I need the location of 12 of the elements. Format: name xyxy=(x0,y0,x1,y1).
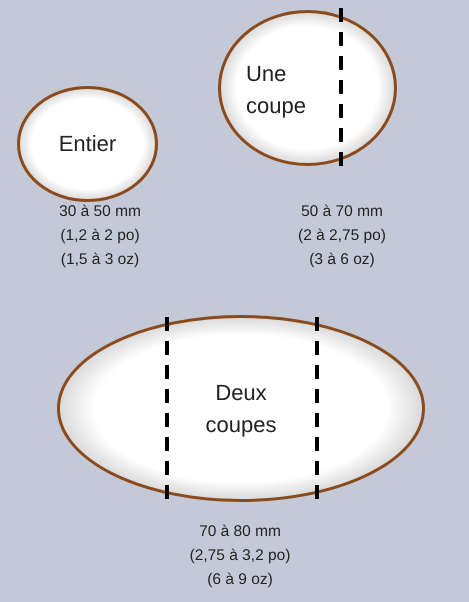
cut-type-label: Entier xyxy=(58,130,118,158)
size-caption: (6 à 9 oz) xyxy=(206,570,274,590)
size-caption: 30 à 50 mm xyxy=(59,202,141,222)
cut-type-label: Deux coupes xyxy=(204,378,278,439)
size-caption: (1,5 à 3 oz) xyxy=(60,250,140,270)
cut-type-label: Une coupe xyxy=(246,60,307,120)
size-caption: (1,2 à 2 po) xyxy=(59,226,141,246)
size-caption: (2,75 à 3,2 po) xyxy=(190,546,290,566)
size-caption: 50 à 70 mm xyxy=(300,202,384,222)
size-caption: (3 à 6 oz) xyxy=(308,250,376,270)
size-caption: 70 à 80 mm xyxy=(198,522,282,542)
size-caption: (2 à 2,75 po) xyxy=(298,226,386,246)
